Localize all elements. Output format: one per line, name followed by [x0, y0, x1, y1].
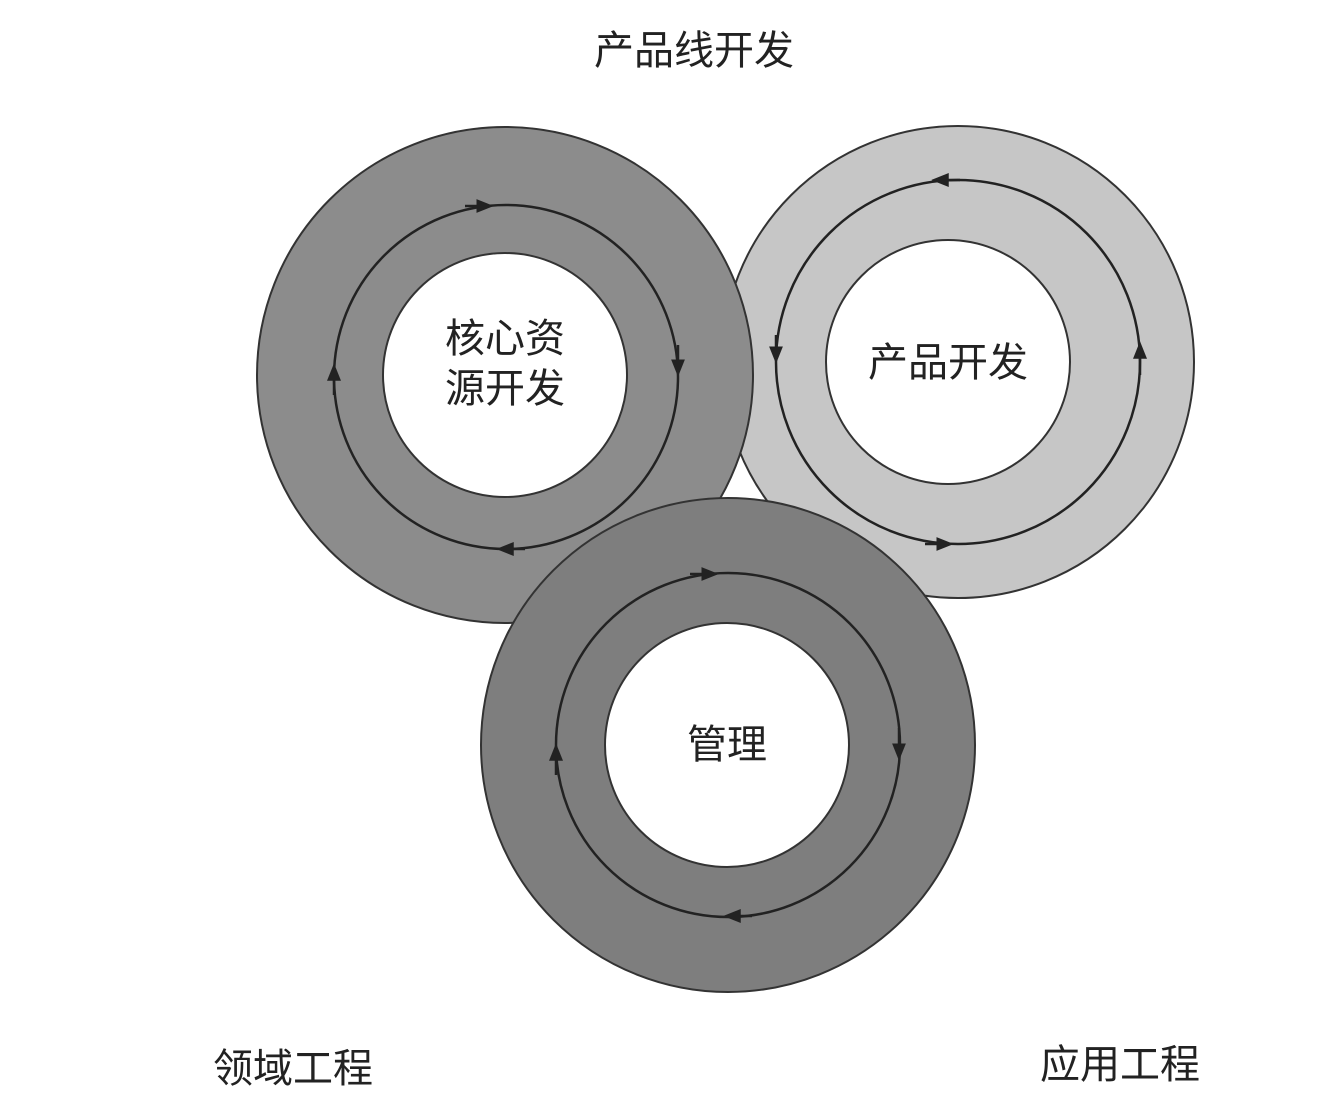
management-label: 管理	[687, 722, 767, 768]
domain-engineering-label: 领域工程	[213, 1046, 373, 1092]
product-development-label: 产品开发	[868, 340, 1028, 386]
management-ring-inner	[604, 622, 850, 868]
core-asset-ring-inner	[382, 252, 628, 498]
product-ring-inner	[825, 239, 1071, 485]
application-engineering-label: 应用工程	[1040, 1042, 1200, 1088]
core-asset-development-ring: 核心资 源开发	[256, 126, 754, 624]
core-asset-label-line1: 核心资	[445, 316, 565, 362]
core-asset-label-line2: 源开发	[445, 366, 565, 412]
product-development-ring: 产品开发	[721, 125, 1195, 599]
diagram-title: 产品线开发	[594, 28, 794, 74]
management-ring: 管理	[480, 497, 976, 993]
